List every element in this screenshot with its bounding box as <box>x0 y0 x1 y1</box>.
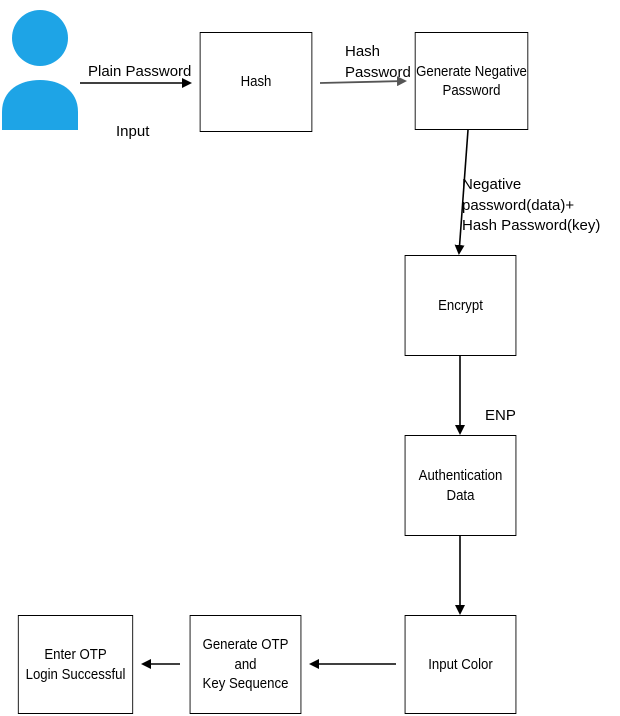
edge-label-negative-plus-hash-text: Negative password(data)+ Hash Password(k… <box>462 176 601 234</box>
node-generate-negative-password: Generate Negative Password <box>414 32 529 130</box>
arrow-hash-to-generate-negative <box>319 76 407 87</box>
node-input-color-label: Input Color <box>428 655 493 673</box>
edge-label-input: Input <box>116 102 149 161</box>
edge-label-hash-password: Hash Password <box>345 22 411 103</box>
edge-label-plain-password-text: Plain Password <box>88 62 192 80</box>
node-hash: Hash <box>199 32 313 132</box>
user-icon <box>2 10 78 130</box>
edge-label-negative-plus-hash: Negative password(data)+ Hash Password(k… <box>462 155 620 256</box>
node-encrypt: Encrypt <box>404 255 517 356</box>
node-generate-otp-key-sequence-label: Generate OTP and Key Sequence <box>202 636 289 693</box>
node-encrypt-label: Encrypt <box>438 296 483 314</box>
edge-label-enp-text: ENP <box>485 406 516 424</box>
node-input-color: Input Color <box>404 615 517 714</box>
edge-label-hash-password-text: Hash Password <box>345 43 411 81</box>
node-enter-otp-login-successful-label: Enter OTP Login Successful <box>25 646 126 683</box>
edge-label-plain-password: Plain Password <box>88 42 191 101</box>
node-generate-negative-password-label: Generate Negative Password <box>416 62 527 100</box>
arrow-generate-negative-to-encrypt <box>454 129 469 255</box>
edge-label-enp: ENP <box>485 386 516 445</box>
node-authentication-data: Authentication Data <box>404 435 517 536</box>
node-hash-label: Hash <box>240 73 272 91</box>
node-enter-otp-login-successful: Enter OTP Login Successful <box>17 615 134 714</box>
node-authentication-data-label: Authentication Data <box>418 467 503 504</box>
node-generate-otp-key-sequence: Generate OTP and Key Sequence <box>189 615 302 714</box>
edge-label-input-text: Input <box>116 122 150 140</box>
